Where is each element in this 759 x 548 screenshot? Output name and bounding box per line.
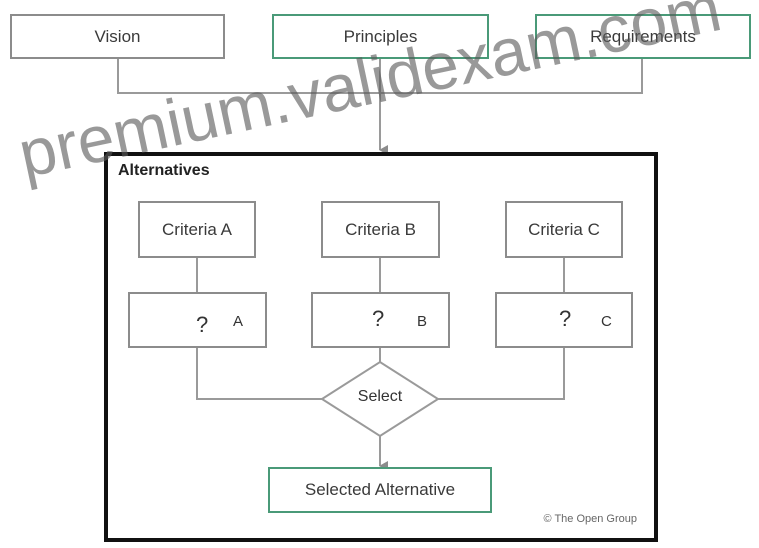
option-c-box	[495, 292, 633, 348]
alternatives-frame	[104, 152, 658, 542]
criteria-c-box: Criteria C	[505, 201, 623, 258]
requirements-box: Requirements	[535, 14, 751, 59]
option-c-question: ?	[559, 306, 572, 331]
alternatives-title: Alternatives	[118, 162, 210, 179]
option-b-question: ?	[372, 306, 385, 331]
option-a-question: ?	[196, 312, 209, 337]
principles-box: Principles	[272, 14, 489, 59]
option-a-box	[128, 292, 267, 348]
option-a-letter: A	[233, 313, 244, 330]
vision-box: Vision	[10, 14, 225, 59]
criteria-a-label: Criteria A	[162, 219, 232, 239]
criteria-b-box: Criteria B	[321, 201, 440, 258]
option-c-connector	[438, 347, 565, 400]
requirements-label: Requirements	[590, 26, 696, 46]
principles-label: Principles	[343, 26, 418, 46]
copyright-notice: © The Open Group	[543, 513, 637, 525]
option-b-box	[311, 292, 450, 348]
vision-label: Vision	[94, 26, 141, 46]
requirements-connector	[380, 59, 643, 94]
option-c-letter: C	[601, 313, 612, 330]
vision-connector	[117, 59, 380, 94]
option-a-connector	[196, 347, 322, 400]
criteria-c-label: Criteria C	[528, 219, 600, 239]
selected-alternative-box: Selected Alternative	[268, 467, 492, 513]
criteria-b-label: Criteria B	[345, 219, 416, 239]
select-label: Select	[357, 388, 403, 405]
criteria-a-box: Criteria A	[138, 201, 256, 258]
option-b-letter: B	[417, 313, 428, 330]
selected-alternative-label: Selected Alternative	[304, 480, 456, 499]
